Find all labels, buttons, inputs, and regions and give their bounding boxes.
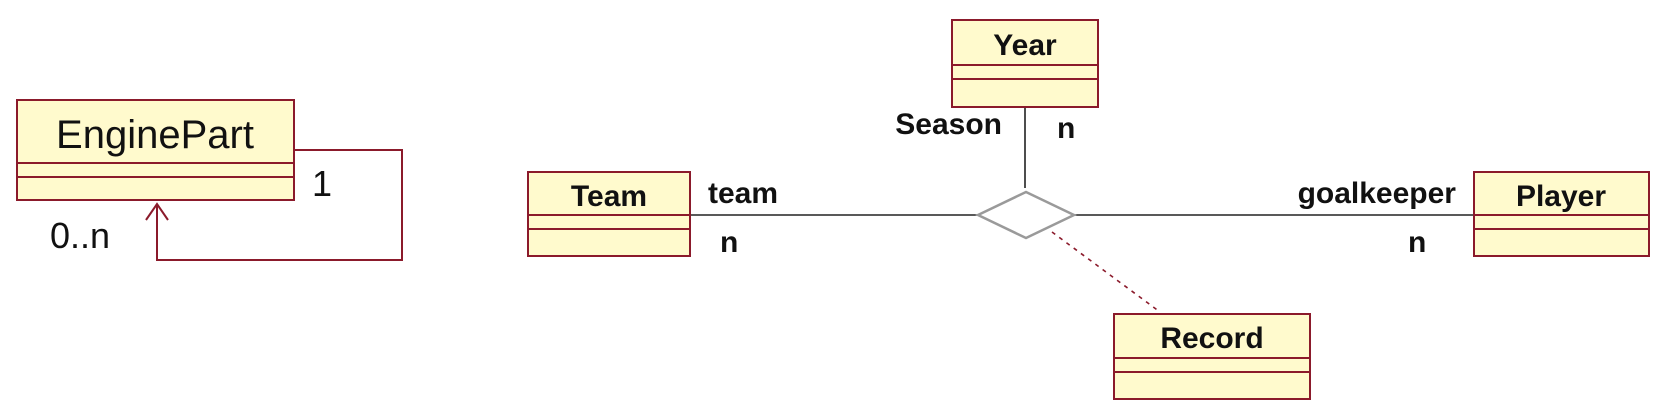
record-class[interactable]: Record xyxy=(1113,313,1311,400)
self-association-arrowhead xyxy=(145,202,169,221)
year-multiplicity-label: n xyxy=(1057,112,1075,145)
team-name: Team xyxy=(571,180,647,213)
team-multiplicity-label: n xyxy=(720,226,738,259)
engine-part-class[interactable]: EnginePart xyxy=(16,99,295,201)
engine-part-box xyxy=(16,99,295,201)
team-class[interactable]: Team xyxy=(527,171,691,257)
year-box xyxy=(951,19,1099,108)
team-role-label: team xyxy=(708,177,778,210)
self-association-multiplicity-many: 0..n xyxy=(50,215,110,256)
engine-part-name: EnginePart xyxy=(56,113,254,157)
year-class[interactable]: Year xyxy=(951,19,1099,108)
self-association-multiplicity-one: 1 xyxy=(312,163,332,204)
player-role-label: goalkeeper xyxy=(1298,177,1457,210)
player-multiplicity-label: n xyxy=(1408,226,1426,259)
year-role-label: Season xyxy=(895,108,1002,141)
association-diamond[interactable] xyxy=(975,190,1077,240)
record-name: Record xyxy=(1160,322,1263,355)
self-association-line[interactable] xyxy=(156,149,403,261)
player-class[interactable]: Player xyxy=(1473,171,1650,257)
record-box xyxy=(1113,313,1311,400)
year-name: Year xyxy=(993,29,1057,62)
record-association-class-link[interactable] xyxy=(1051,231,1161,313)
player-name: Player xyxy=(1516,180,1606,213)
